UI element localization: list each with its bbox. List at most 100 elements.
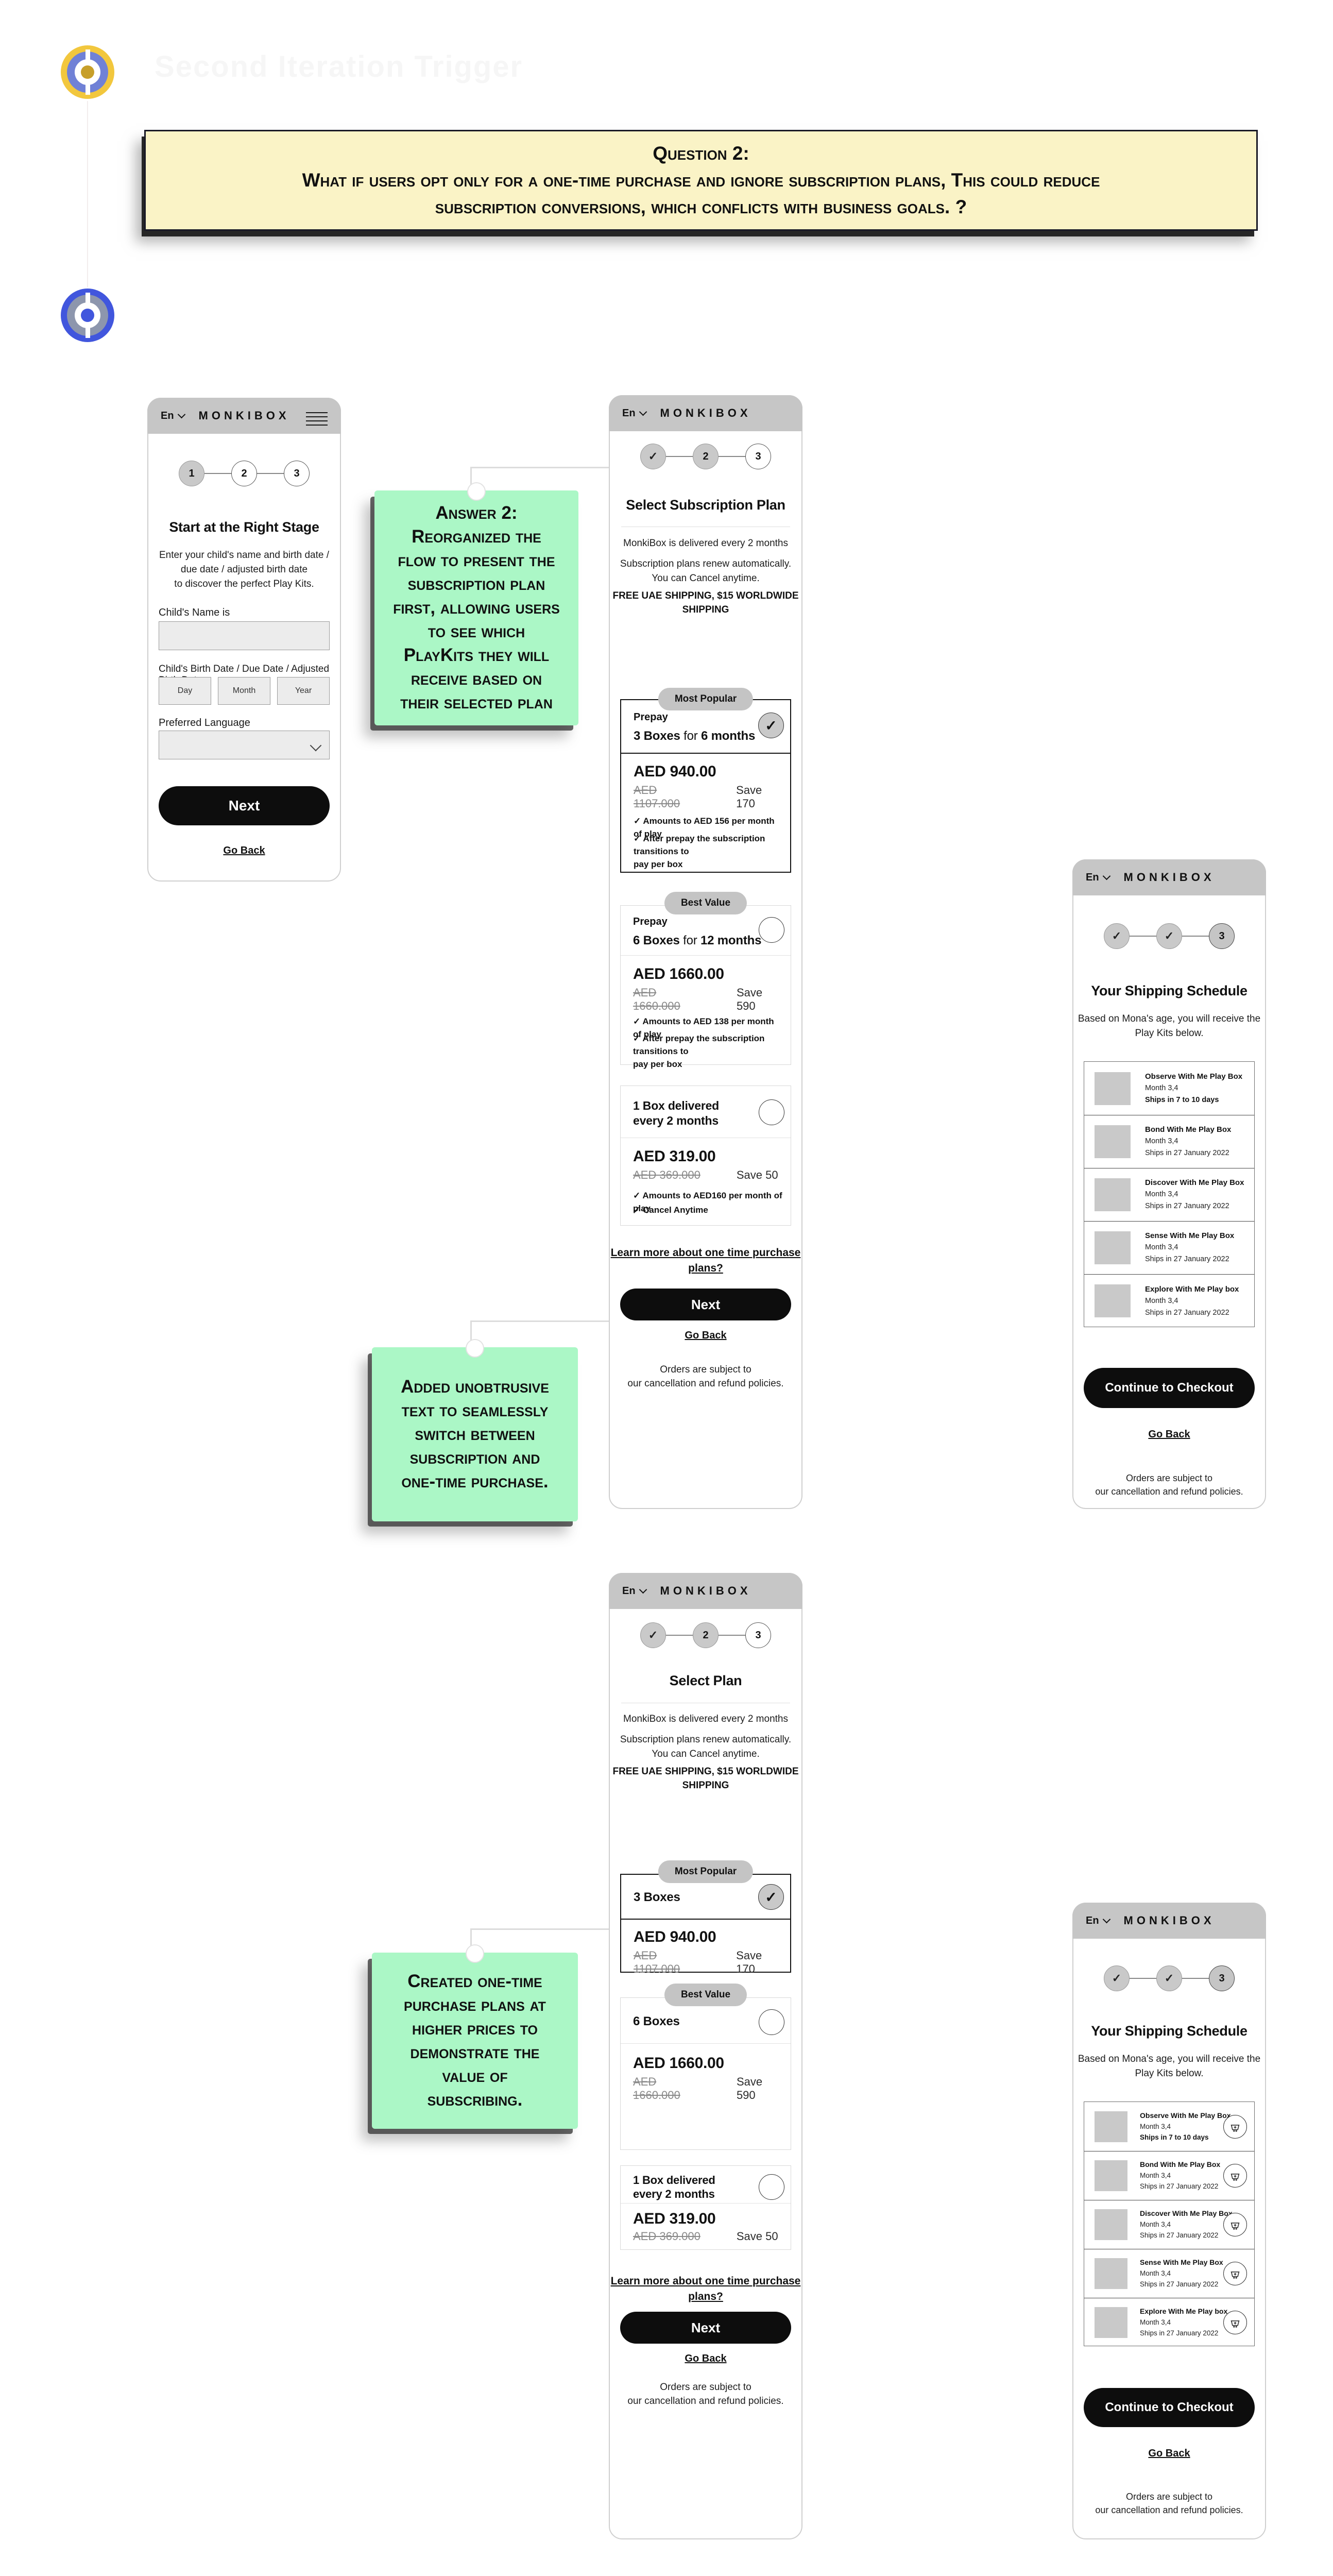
one-time-purchase-link[interactable]: Learn more about one time purchase plans… (610, 1247, 801, 1274)
next-button[interactable]: Next (159, 786, 330, 825)
plan-radio[interactable] (759, 1099, 784, 1125)
day-field[interactable]: Day (159, 677, 211, 705)
plan-bullet: ✓ After prepay the subscription transiti… (633, 1033, 765, 1069)
go-back-link[interactable]: Go Back (223, 845, 265, 856)
add-to-cart-button[interactable] (1223, 2114, 1247, 2139)
language-switch[interactable]: En (622, 1573, 647, 1609)
chevron-down-icon (177, 410, 185, 418)
go-back-link[interactable]: Go Back (1148, 2448, 1190, 2459)
plan-radio[interactable] (759, 2009, 784, 2035)
progress-stepper: ✓ ✓ 3 (1073, 923, 1265, 949)
child-name-input[interactable] (159, 621, 330, 650)
plan-price: AED 940.00 (634, 763, 716, 780)
plan-card-6boxes[interactable]: Prepay 6 Boxes for 12 months AED 1660.00… (620, 905, 791, 1069)
plan-radio-selected[interactable]: ✓ (758, 713, 784, 738)
step-3: 3 (1209, 1965, 1235, 1991)
most-popular-badge: Most Popular (658, 1860, 754, 1883)
language-label: En (1086, 1914, 1099, 1926)
playbox-thumbnail (1095, 2209, 1127, 2240)
playbox-thumbnail (1095, 2111, 1127, 2142)
language-field-label: Preferred Language (159, 717, 250, 728)
plan-card-1box[interactable]: 1 Box delivered every 2 months AED 319.0… (620, 2165, 791, 2250)
answer2-note: Answer 2: Reorganized the flow to presen… (374, 482, 578, 725)
question-note-title: Question 2: (653, 143, 749, 164)
language-switch[interactable]: En (622, 395, 647, 431)
step-2-done: ✓ (1156, 923, 1182, 949)
plan-price: AED 319.00 (633, 1148, 716, 1165)
plan-bullet: ✓ Amounts to AED160 per month of play (633, 1191, 782, 1213)
plan-card-3boxes[interactable]: Prepay 3 Boxes for 6 months ✓ AED 940.00… (620, 699, 791, 873)
add-to-cart-button[interactable] (1223, 2163, 1247, 2188)
plan-name: 3 Boxes (634, 1890, 680, 1904)
plan-bullet: ✓ Amounts to AED 138 per month of play (633, 1016, 774, 1039)
shipping-note: FREE UAE SHIPPING, $15 WORLDWIDE SHIPPIN… (612, 590, 799, 615)
language-label: En (161, 410, 174, 421)
section-watermark: Second Iteration Trigger (155, 50, 523, 83)
next-button[interactable]: Next (620, 2312, 791, 2344)
brand-logo: MONKIBOX (1123, 1914, 1215, 1927)
plan-radio[interactable] (759, 917, 784, 943)
menu-icon[interactable] (306, 409, 328, 429)
step-2: 2 (693, 444, 719, 469)
page-title: Your Shipping Schedule (1091, 983, 1247, 998)
go-back-link[interactable]: Go Back (685, 2353, 727, 2364)
renew-note: Subscription plans renew automatically. … (620, 558, 792, 584)
timeline-line (87, 101, 88, 287)
step-1: 1 (179, 461, 204, 486)
language-switch[interactable]: En (1086, 859, 1110, 895)
plan-name: 6 Boxes (633, 2014, 680, 2028)
page-title: Start at the Right Stage (169, 519, 319, 535)
playbox-thumbnail (1095, 1125, 1131, 1158)
language-switch[interactable]: En (161, 398, 185, 434)
continue-checkout-button[interactable]: Continue to Checkout (1084, 2388, 1255, 2427)
phone-screen-shipping-schedule: En MONKIBOX ✓ ✓ 3 Your Shipping Schedule… (1072, 859, 1266, 1509)
page-subtitle: Enter your child's name and birth date /… (159, 550, 329, 589)
delivery-note: MonkiBox is delivered every 2 months (623, 1714, 788, 1724)
plan-name: 6 Boxes for 12 months (633, 934, 762, 947)
next-button[interactable]: Next (620, 1289, 791, 1320)
one-time-note-text: Created one-time purchase plans at highe… (404, 1971, 546, 2110)
language-switch[interactable]: En (1086, 1903, 1110, 1939)
language-select[interactable] (159, 731, 330, 759)
playbox-thumbnail (1095, 2307, 1127, 2338)
plan-radio[interactable] (759, 2174, 784, 2200)
cart-plus-icon (1231, 2222, 1240, 2230)
year-field[interactable]: Year (277, 677, 330, 705)
phone-screen-start-stage: En MONKIBOX 1 2 3 Start at the Right Sta… (147, 398, 341, 882)
step-2-done: ✓ (1156, 1965, 1182, 1991)
go-back-link[interactable]: Go Back (1148, 1429, 1190, 1440)
playbox-thumbnail (1095, 2258, 1127, 2289)
answer2-note-text: Answer 2: Reorganized the flow to presen… (393, 503, 560, 713)
delivery-note: MonkiBox is delivered every 2 months (623, 538, 788, 549)
one-time-note: Created one-time purchase plans at highe… (372, 1944, 578, 2129)
add-to-cart-button[interactable] (1223, 2261, 1247, 2285)
plan-name: 1 Box delivered every 2 months (633, 2174, 715, 2200)
best-value-badge: Best Value (664, 1984, 747, 2006)
month-field[interactable]: Month (218, 677, 270, 705)
page-subtitle: Based on Mona's age, you will receive th… (1078, 2054, 1261, 2079)
policies-note: Orders are subject to our cancellation a… (627, 1364, 784, 1389)
one-time-purchase-link[interactable]: Learn more about one time purchase plans… (610, 2275, 801, 2302)
app-header: En MONKIBOX (147, 398, 341, 434)
add-to-cart-button[interactable] (1223, 2310, 1247, 2334)
add-to-cart-button[interactable] (1223, 2212, 1247, 2236)
chevron-down-icon (310, 739, 322, 752)
chevron-down-icon (639, 1585, 647, 1594)
chevron-down-icon (1102, 1915, 1110, 1923)
cart-plus-icon (1231, 2271, 1240, 2279)
go-back-link[interactable]: Go Back (685, 1330, 727, 1341)
playbox-thumbnail (1095, 2160, 1127, 2191)
plan-radio-selected[interactable]: ✓ (758, 1884, 784, 1910)
note-pin-icon (467, 482, 486, 501)
continue-checkout-button[interactable]: Continue to Checkout (1084, 1368, 1255, 1408)
plan-card-1box[interactable]: 1 Box delivered every 2 months AED 319.0… (620, 1086, 791, 1226)
